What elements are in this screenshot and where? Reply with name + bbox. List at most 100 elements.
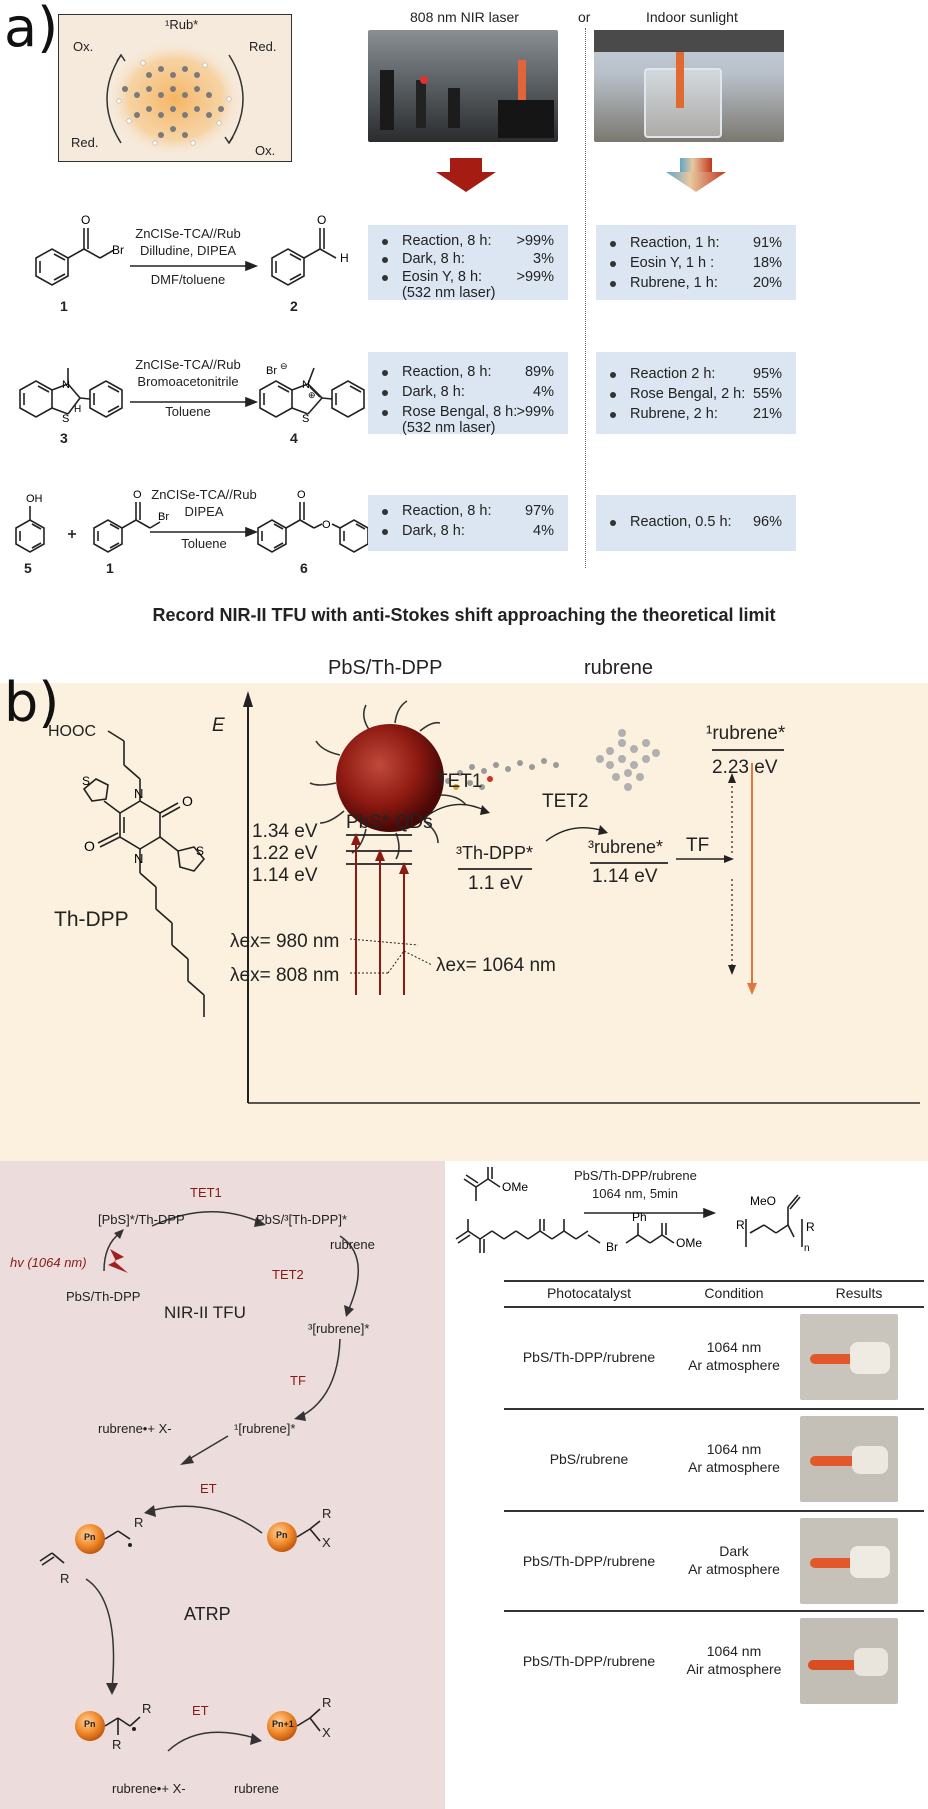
table-row-rule-1 bbox=[504, 1408, 924, 1410]
hooc-label: HOOC bbox=[48, 723, 96, 740]
cycle-singlet-rubrene: ¹[rubrene]* bbox=[234, 1421, 296, 1436]
reaction-2-cond-1: ZnCISe-TCA//Rub bbox=[135, 357, 241, 372]
svg-text:N: N bbox=[62, 379, 70, 391]
reaction-3-cond-3: Toluene bbox=[181, 536, 227, 551]
cycle-tet1: TET1 bbox=[190, 1185, 222, 1200]
level-1-34: 1.34 eV bbox=[252, 821, 318, 842]
table-row-3-cond1: Dark bbox=[719, 1543, 749, 1559]
svg-text:Br: Br bbox=[266, 365, 277, 377]
rubrene-catalytic-box: ¹Rub* Ox. Red. Red. Ox. bbox=[58, 14, 292, 162]
rubrene-molecule-icon bbox=[106, 41, 244, 157]
svg-text:OH: OH bbox=[26, 493, 43, 505]
r-label-6: R bbox=[322, 1695, 332, 1710]
reaction-3-scheme: OH O Br O O bbox=[15, 489, 369, 553]
table-row-1-cond1: 1064 nm bbox=[706, 1339, 762, 1355]
svg-text:S: S bbox=[196, 844, 204, 858]
th-dpp-energy: 1.1 eV bbox=[468, 873, 523, 894]
table-row-2-cond1: 1064 nm bbox=[706, 1441, 762, 1457]
table-row-3-cond2: Ar atmosphere bbox=[688, 1561, 780, 1577]
ox-left-label: Ox. bbox=[73, 39, 94, 54]
cycle-rubrene-out: rubrene bbox=[234, 1781, 279, 1796]
tfu-energy-diagram: O O N N S S bbox=[0, 657, 928, 1161]
sunlight-header: Indoor sunlight bbox=[646, 9, 738, 25]
table-row-1-catalyst: PbS/Th-DPP/rubrene bbox=[522, 1349, 656, 1365]
panel-a-label: a) bbox=[4, 0, 59, 59]
table-row-2-cond2: Ar atmosphere bbox=[688, 1459, 780, 1475]
reaction-1-cond-2: Dilludine, DIPEA bbox=[139, 243, 237, 258]
polymerization-scheme: OMe OMe Ph Br MeO R R n bbox=[455, 1167, 815, 1254]
reaction-2-laser-results: Reaction, 8 h:89% Dark, 8 h:4% Rose Beng… bbox=[368, 352, 568, 436]
svg-text:O: O bbox=[297, 489, 306, 501]
svg-text:Br: Br bbox=[606, 1240, 618, 1254]
rubrene-singlet: ¹rubrene* bbox=[706, 723, 786, 744]
cycle-et2: ET bbox=[192, 1703, 209, 1718]
svg-text:Br: Br bbox=[112, 243, 124, 257]
svg-text:R: R bbox=[806, 1220, 815, 1234]
reaction-2-sun-results: Reaction 2 h:95% Rose Bengal, 2 h:55% Ru… bbox=[596, 352, 796, 434]
panel-b-label: b) bbox=[4, 671, 60, 734]
reaction-3-laser-results: Reaction, 8 h:97% Dark, 8 h:4% bbox=[368, 495, 568, 551]
sunlight-down-arrow-icon bbox=[666, 158, 726, 192]
th-dpp-name: Th-DPP bbox=[54, 908, 129, 931]
table-row-2-catalyst: PbS/rubrene bbox=[549, 1451, 629, 1467]
svg-text:Ph: Ph bbox=[632, 1210, 647, 1224]
table-row-rule-3 bbox=[504, 1610, 924, 1612]
reaction-1-cond-1: ZnCISe-TCA//Rub bbox=[135, 226, 241, 241]
reaction-1-laser-results: Reaction, 8 h:>99% Dark, 8 h:3% Eosin Y,… bbox=[368, 225, 568, 301]
reaction-1-scheme: Br O O H bbox=[35, 213, 349, 286]
atrp-cycle-panel: TET1 TET2 TF ET ET [PbS]*/Th-DPP PbS/³[T… bbox=[0, 1161, 445, 1809]
cycle-nir-tfu: NIR-II TFU bbox=[164, 1303, 246, 1322]
r-label-1: R bbox=[134, 1515, 144, 1530]
p-ball-label-4: Pn+1 bbox=[272, 1719, 294, 1729]
p-ball-label-3: Pn bbox=[84, 1719, 96, 1729]
poly-conditions-catalyst: PbS/Th-DPP/rubrene bbox=[574, 1168, 697, 1183]
tf-label: TF bbox=[686, 835, 710, 856]
compound-4-num: 4 bbox=[290, 430, 298, 446]
table-header-condition: Condition bbox=[704, 1285, 764, 1301]
level-1-22: 1.22 eV bbox=[252, 843, 318, 864]
x-label-1: X bbox=[322, 1535, 331, 1550]
laser-setup-photo bbox=[368, 30, 558, 142]
rubrene-triplet-energy: 1.14 eV bbox=[592, 866, 658, 887]
svg-text:n: n bbox=[804, 1243, 810, 1254]
svg-text:⊖: ⊖ bbox=[280, 361, 288, 371]
svg-text:⊕: ⊕ bbox=[308, 390, 316, 400]
svg-text:N: N bbox=[302, 379, 310, 391]
svg-text:N: N bbox=[134, 851, 143, 866]
compound-6-num: 6 bbox=[300, 560, 308, 576]
rubrene-triplet: ³rubrene* bbox=[588, 837, 664, 857]
r-label-5: R bbox=[112, 1737, 122, 1752]
svg-text:OMe: OMe bbox=[676, 1236, 702, 1250]
reaction-1-cond-3: DMF/toluene bbox=[150, 272, 226, 287]
table-header-photocatalyst: Photocatalyst bbox=[546, 1285, 632, 1301]
table-row-1-cond2: Ar atmosphere bbox=[688, 1357, 780, 1373]
p-ball-label-2: Pn bbox=[276, 1530, 288, 1540]
red-left-label: Red. bbox=[71, 135, 99, 150]
cycle-rubrene-in: rubrene bbox=[330, 1237, 375, 1252]
svg-text:O: O bbox=[81, 213, 90, 227]
svg-text:N: N bbox=[134, 786, 143, 801]
reaction-2-cond-2: Bromoacetonitrile bbox=[137, 374, 239, 389]
tet2-label: TET2 bbox=[542, 791, 589, 812]
pbs-thdpp-label: PbS/Th-DPP bbox=[328, 657, 443, 679]
cycle-hv: hv (1064 nm) bbox=[10, 1255, 87, 1270]
reaction-3-cond-2: DIPEA bbox=[184, 504, 224, 519]
svg-text:S: S bbox=[62, 413, 69, 425]
table-row-3-catalyst: PbS/Th-DPP/rubrene bbox=[522, 1553, 656, 1569]
rubrene-label: rubrene bbox=[584, 657, 653, 679]
table-row-4-catalyst: PbS/Th-DPP/rubrene bbox=[522, 1653, 656, 1669]
sunlight-setup-photo bbox=[594, 30, 784, 142]
table-header-rule bbox=[504, 1306, 924, 1308]
svg-text:MeO: MeO bbox=[750, 1194, 776, 1208]
svg-text:S: S bbox=[82, 774, 90, 788]
cycle-pbs-thdpp: PbS/Th-DPP bbox=[66, 1289, 141, 1304]
compound-1-num: 1 bbox=[60, 298, 68, 314]
table-row-rule-2 bbox=[504, 1510, 924, 1512]
r-label-3: R bbox=[60, 1571, 70, 1586]
cycle-atrp: ATRP bbox=[184, 1604, 231, 1624]
cycle-rubrene-cation-2: rubrene•+ X- bbox=[112, 1781, 186, 1796]
excitation-1064: λex= 1064 nm bbox=[436, 955, 556, 976]
reaction-2-scheme: N S H N S Br ⊖ ⊕ bbox=[19, 361, 365, 425]
svg-text:S: S bbox=[302, 413, 309, 425]
th-dpp-triplet: ³Th-DPP* bbox=[456, 843, 534, 863]
